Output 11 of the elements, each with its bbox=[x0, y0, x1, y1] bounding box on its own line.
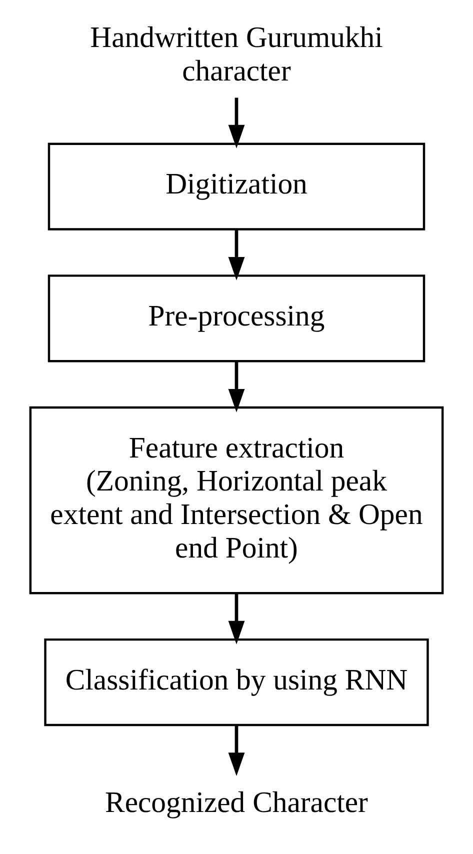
node-box: Classification by using RNN bbox=[44, 638, 429, 726]
arrow bbox=[228, 362, 245, 412]
arrow bbox=[228, 725, 245, 776]
node-box: Digitization bbox=[48, 142, 426, 230]
node-box: Pre-processing bbox=[48, 274, 426, 362]
arrow bbox=[228, 98, 245, 148]
arrow bbox=[228, 593, 245, 644]
node-text: Handwritten Gurumukhi character bbox=[90, 22, 383, 88]
node-text: Recognized Character bbox=[105, 786, 368, 819]
arrow bbox=[228, 230, 245, 280]
node-box: Feature extraction (Zoning, Horizontal peak extent and Intersection & Open end Point) bbox=[29, 406, 444, 594]
